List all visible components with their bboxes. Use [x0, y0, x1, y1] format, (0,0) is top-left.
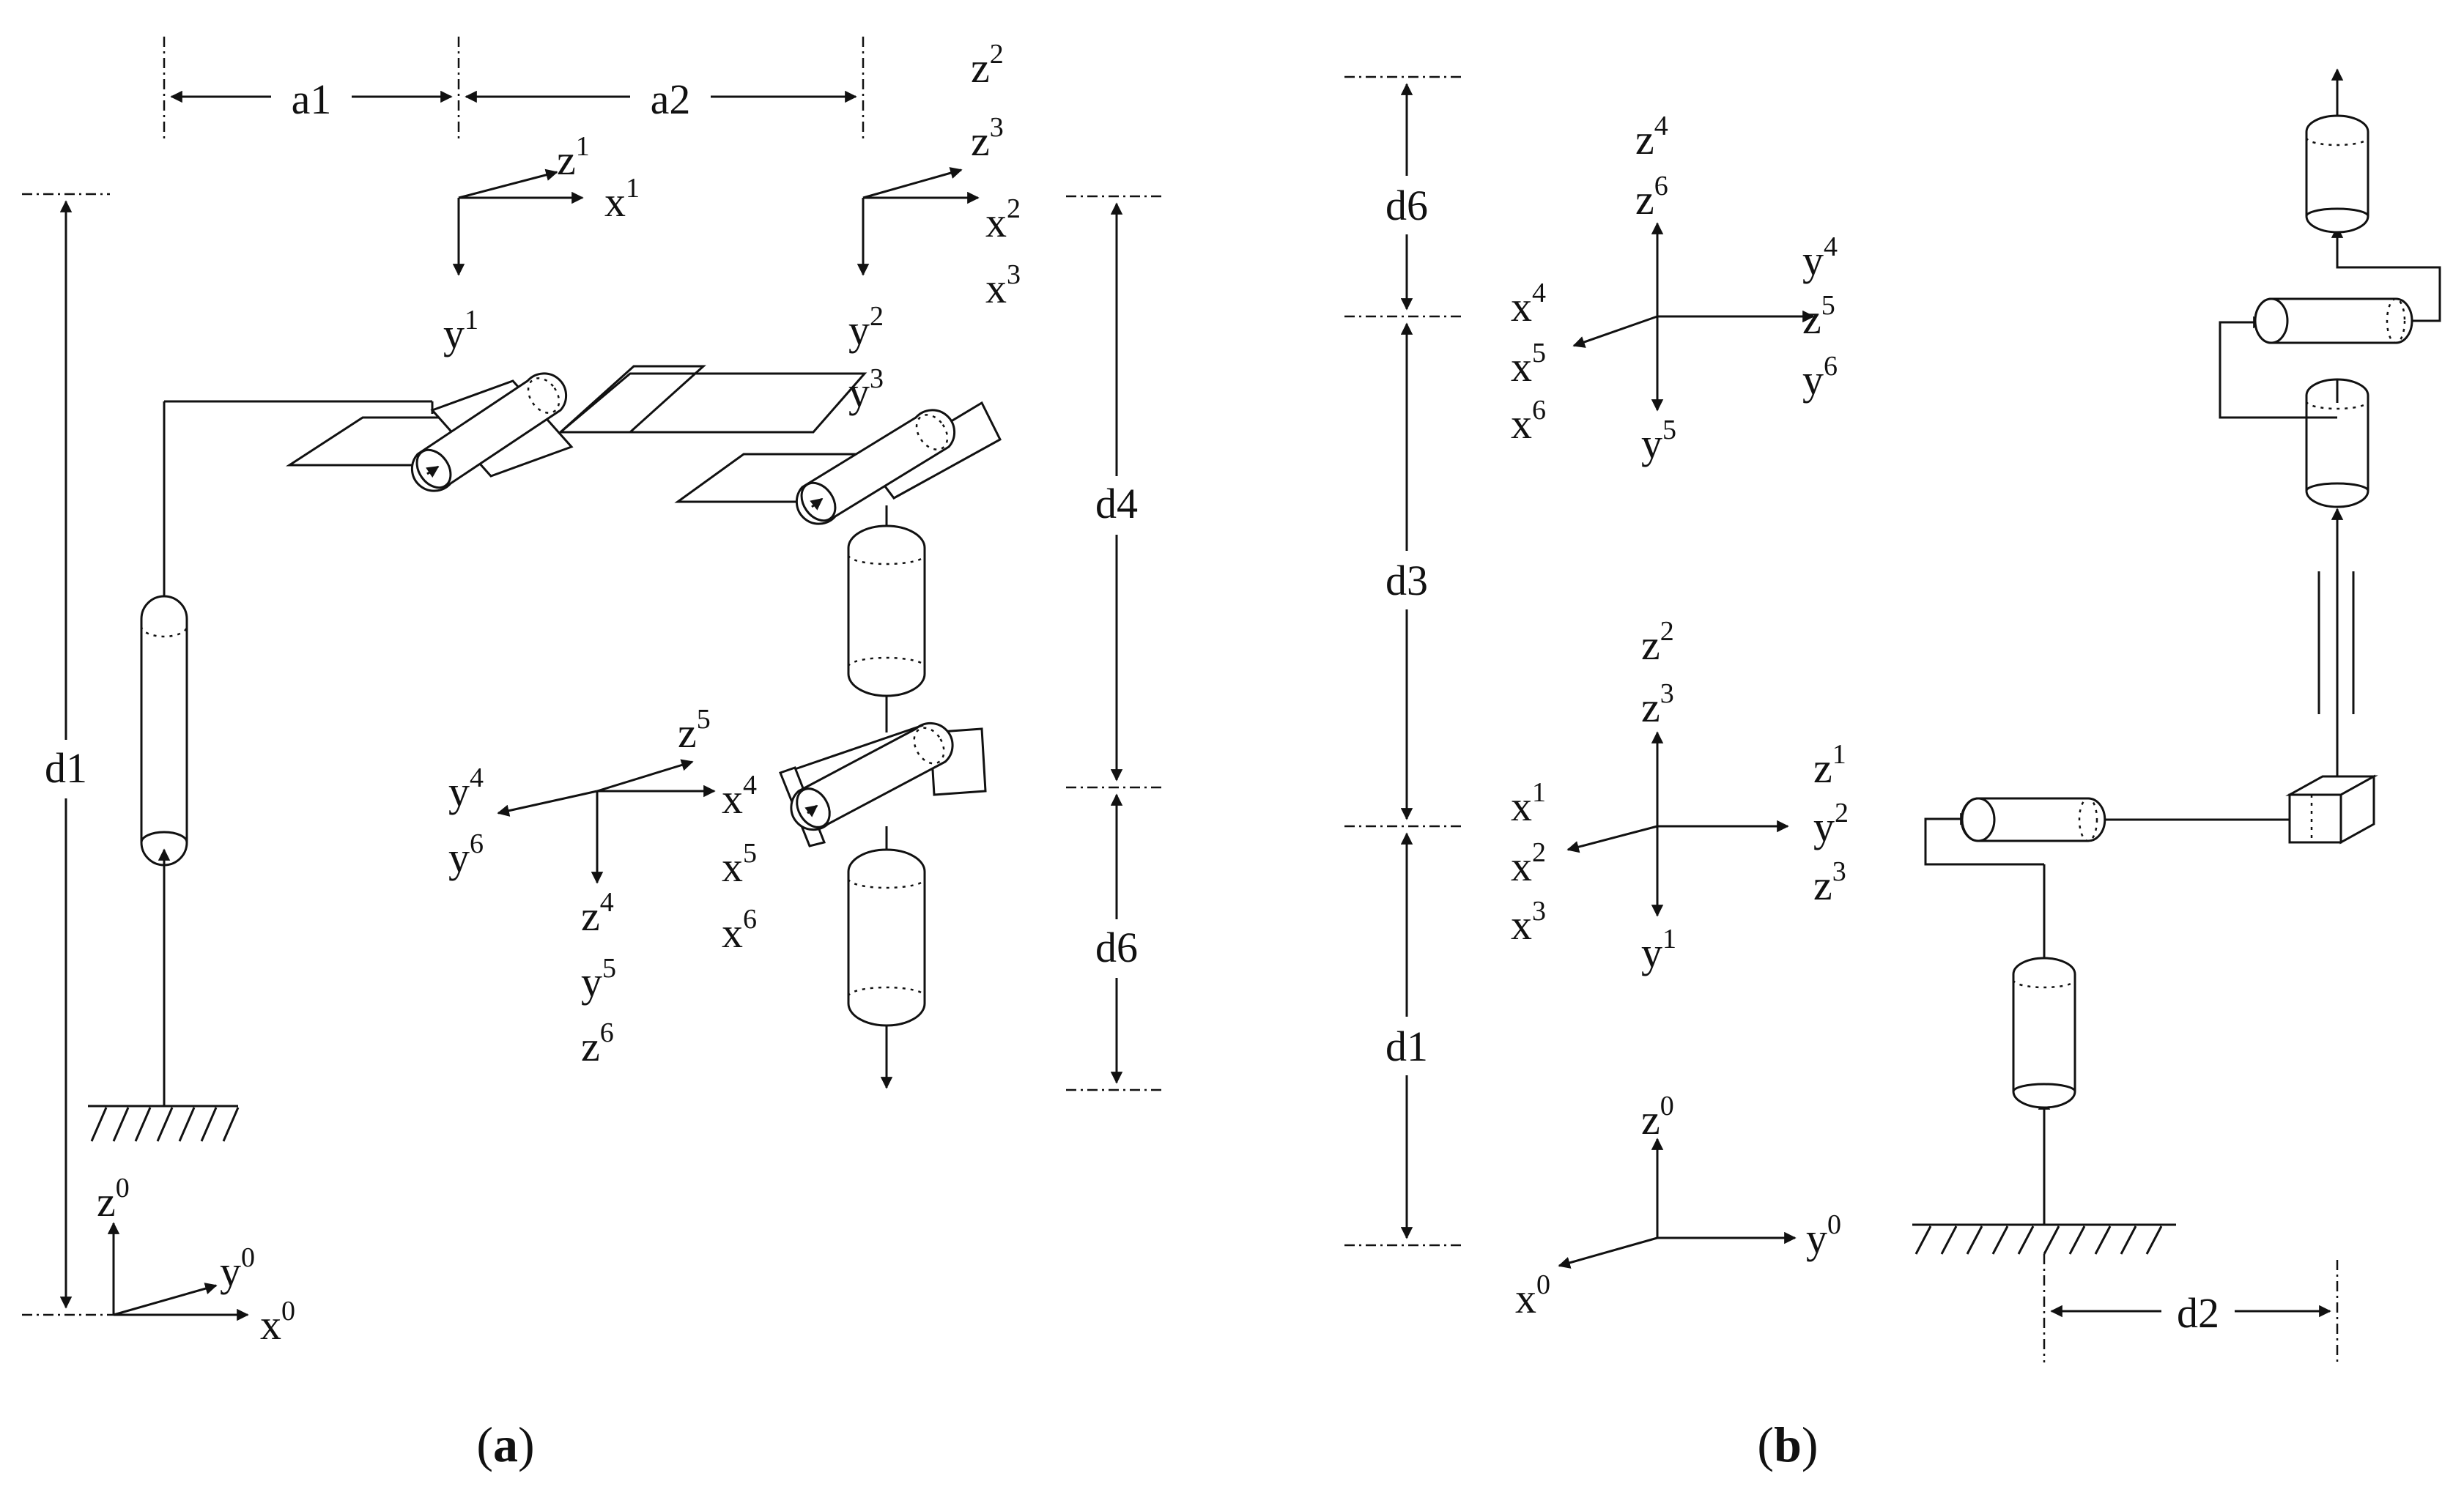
dim-label-a2: a2: [651, 75, 691, 123]
label-x5-b: x5: [1511, 338, 1546, 390]
label-z6: z6: [581, 1017, 614, 1070]
dim-label-d3-b: d3: [1385, 557, 1428, 604]
label-z6-b: z6: [1635, 171, 1668, 223]
label-y0-a: y0: [220, 1242, 255, 1295]
label-y5: y5: [581, 953, 616, 1006]
ground-base-b: [1912, 1097, 2176, 1255]
frame-2-3-axes: z2 z3 x2 x3 y2 y3: [848, 39, 1021, 416]
label-y0-b: y0: [1806, 1209, 1841, 1262]
dim-label-d6: d6: [1095, 924, 1138, 971]
label-x2-b: x2: [1511, 837, 1546, 890]
label-z3: z3: [971, 112, 1004, 165]
label-y2: y2: [848, 301, 884, 354]
joint-1-cylinder-a: [140, 400, 432, 867]
joint-6-cylinder-b: [2305, 68, 2369, 234]
label-z1-b: z1: [1813, 739, 1846, 792]
dim-label-d2: d2: [2177, 1289, 2219, 1337]
frame-4-5-6-axes: z5 y4 y6 x4 x5 x6 z4 y5 z6: [448, 704, 757, 1070]
frame-1-axes: z1 x1 y1: [443, 131, 640, 357]
label-x2: x2: [985, 193, 1021, 246]
label-x3-b: x3: [1511, 896, 1546, 949]
label-z3-b: z3: [1641, 678, 1674, 731]
label-y2-b: y2: [1813, 798, 1849, 850]
joint-5-cylinder-a: [779, 722, 987, 869]
caption-b: (b): [1757, 1417, 1818, 1472]
label-z1: z1: [557, 131, 590, 184]
ground-base-a: [88, 848, 240, 1142]
label-x0-b: x0: [1515, 1269, 1550, 1322]
label-x4: x4: [722, 770, 757, 823]
label-x6-b: x6: [1511, 395, 1546, 448]
label-y4-b: y4: [1802, 231, 1838, 284]
dimension-d2: d2: [2043, 1254, 2339, 1362]
label-x1: x1: [604, 173, 640, 226]
label-x5: x5: [722, 838, 757, 891]
frame-1-2-3-axes-b: z2 z3 x1 x2 x3 z1 y2 z3 y1: [1511, 616, 1849, 976]
dim-label-d6-b: d6: [1385, 182, 1428, 229]
dimension-chain-b: d6 d3 d1: [1344, 75, 1462, 1247]
frame-0-axes: z0 y0 x0: [97, 1173, 295, 1349]
joint-6-cylinder-a: [847, 848, 926, 1089]
dim-label-d1: d1: [45, 744, 87, 792]
label-x1-b: x1: [1511, 777, 1546, 830]
caption-a: (a): [476, 1417, 534, 1472]
dim-label-a1: a1: [292, 75, 332, 123]
label-y1: y1: [443, 305, 478, 357]
joint-5-cylinder-b: [2254, 226, 2441, 344]
label-z4: z4: [581, 887, 614, 940]
label-z0-a: z0: [97, 1173, 130, 1225]
joint-4-cylinder-b: [2219, 316, 2369, 508]
dimension-a1-a2: a1 a2: [163, 37, 865, 143]
label-y6-b: y6: [1802, 351, 1838, 404]
label-z5: z5: [678, 704, 711, 757]
joint-2-cylinder-b: [1960, 797, 2290, 842]
label-y5-b: y5: [1641, 415, 1676, 467]
label-x0-a: x0: [260, 1296, 295, 1349]
dim-label-d4: d4: [1095, 480, 1138, 527]
joint-3-link-a: [557, 372, 1002, 549]
prismatic-joint-3-b: [2285, 508, 2378, 845]
joint-4-cylinder-a: [847, 524, 926, 732]
label-z2-b: z2: [1641, 616, 1674, 669]
label-x4-b: x4: [1511, 278, 1546, 330]
dimension-d4-d6: d4 d6: [1066, 195, 1165, 1091]
label-z3b-b: z3: [1813, 856, 1846, 909]
panel-b: d6 d3 d1 z4 z6 x4 x5 x6 y4 z5 y6 y5 z2: [1344, 68, 2441, 1472]
label-y4: y4: [448, 763, 484, 815]
label-y3: y3: [848, 363, 884, 416]
label-y1-b: y1: [1641, 924, 1676, 976]
label-y6: y6: [448, 828, 484, 881]
frame-4-5-6-axes-b: z4 z6 x4 x5 x6 y4 z5 y6 y5: [1511, 111, 1838, 467]
panel-a: a1 a2 d1 d4 d6: [22, 37, 1165, 1472]
dimension-d1-left: d1: [22, 193, 125, 1316]
joint-2-link-a: [285, 365, 706, 492]
label-x3: x3: [985, 259, 1021, 312]
joint-1-cylinder-b: [1924, 812, 2076, 1109]
label-z2: z2: [971, 39, 1004, 92]
label-z0-b: z0: [1641, 1091, 1674, 1143]
label-z5-b: z5: [1802, 290, 1835, 343]
label-x6: x6: [722, 904, 757, 957]
frame-0-axes-b: z0 x0 y0: [1515, 1091, 1841, 1322]
dim-label-d1-b: d1: [1385, 1023, 1428, 1070]
label-z4-b: z4: [1635, 111, 1668, 163]
